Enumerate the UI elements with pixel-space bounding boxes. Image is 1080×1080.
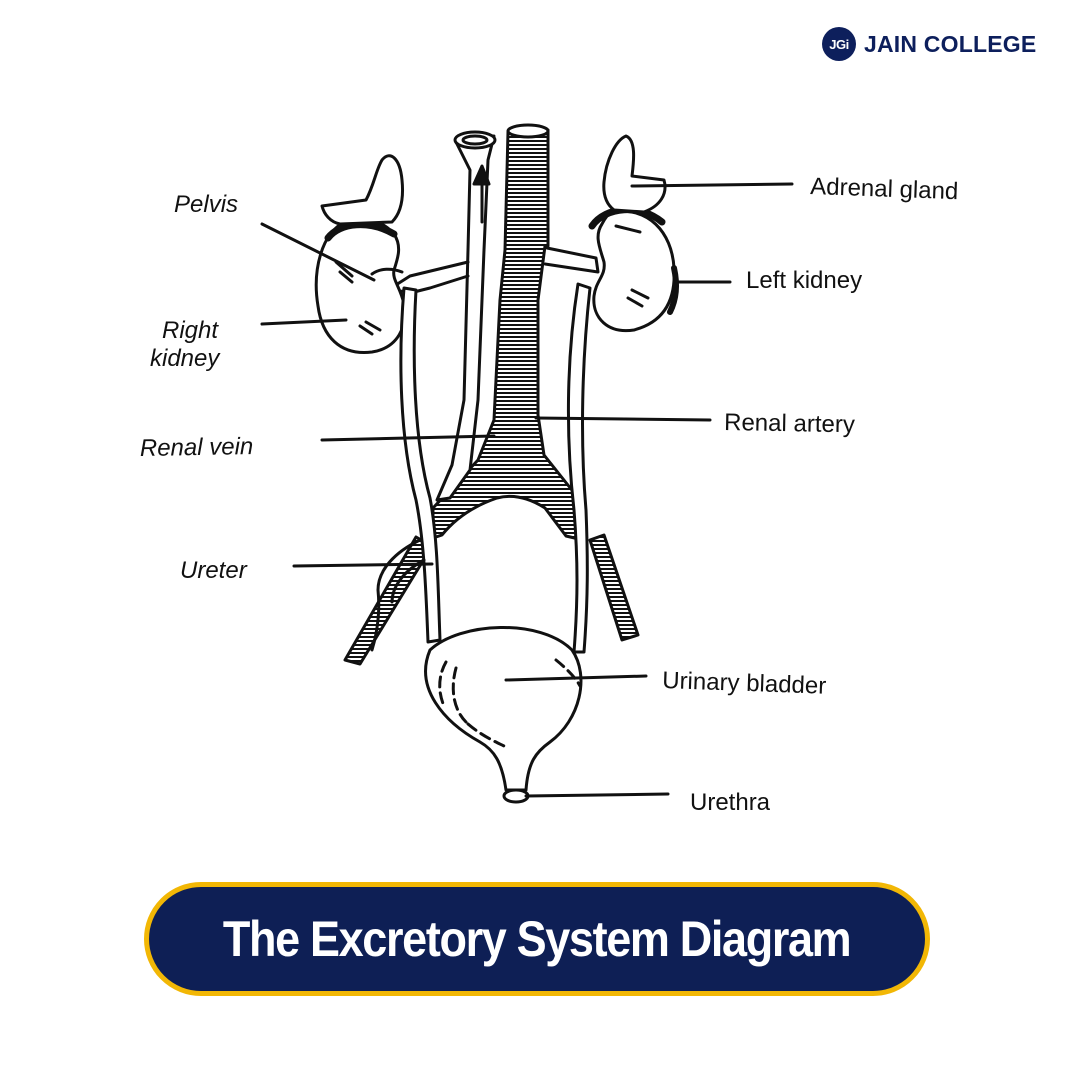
jgi-logo-icon: JGi (822, 27, 856, 61)
right-kidney-leader (260, 318, 348, 326)
pelvis-leader (260, 222, 376, 282)
label-right-kidney-line2: kidney (150, 345, 221, 372)
urinary-bladder (424, 626, 583, 792)
title-banner: The Excretory System Diagram (144, 882, 930, 996)
label-renal-artery: Renal artery (724, 409, 855, 438)
urethra-opening (502, 788, 530, 804)
ureter-leader (292, 562, 434, 568)
brand-logo: JGi JAIN COLLEGE (822, 27, 1036, 61)
label-renal-vein: Renal vein (140, 433, 254, 462)
left-iliac-artery (343, 535, 434, 666)
adrenal-gland-leader (630, 182, 794, 188)
right-ureter (399, 286, 442, 644)
label-urinary-bladder: Urinary bladder (662, 667, 827, 700)
left-ureter (566, 282, 592, 654)
renal-artery-branch (543, 246, 600, 274)
excretory-system-diagram: Pelvis Adrenal gland Left kidney Right k… (140, 123, 959, 816)
renal-artery-leader (534, 416, 712, 422)
label-left-kidney: Left kidney (746, 267, 862, 294)
label-pelvis: Pelvis (174, 191, 238, 218)
right-adrenal-gland (320, 154, 404, 226)
label-adrenal-gland: Adrenal gland (810, 173, 959, 205)
urinary-bladder-leader (504, 674, 648, 682)
label-ureter: Ureter (180, 557, 248, 584)
brand-name: JAIN COLLEGE (864, 30, 1037, 57)
urethra-leader (524, 792, 670, 798)
page-title: The Excretory System Diagram (223, 911, 852, 967)
left-adrenal-gland (602, 134, 667, 214)
renal-vein-leader (320, 434, 496, 442)
left-kidney (592, 209, 676, 333)
label-right-kidney-line1: Right (162, 317, 219, 344)
right-iliac-artery (588, 533, 640, 642)
vena-cava (435, 134, 496, 502)
label-urethra: Urethra (690, 789, 771, 816)
